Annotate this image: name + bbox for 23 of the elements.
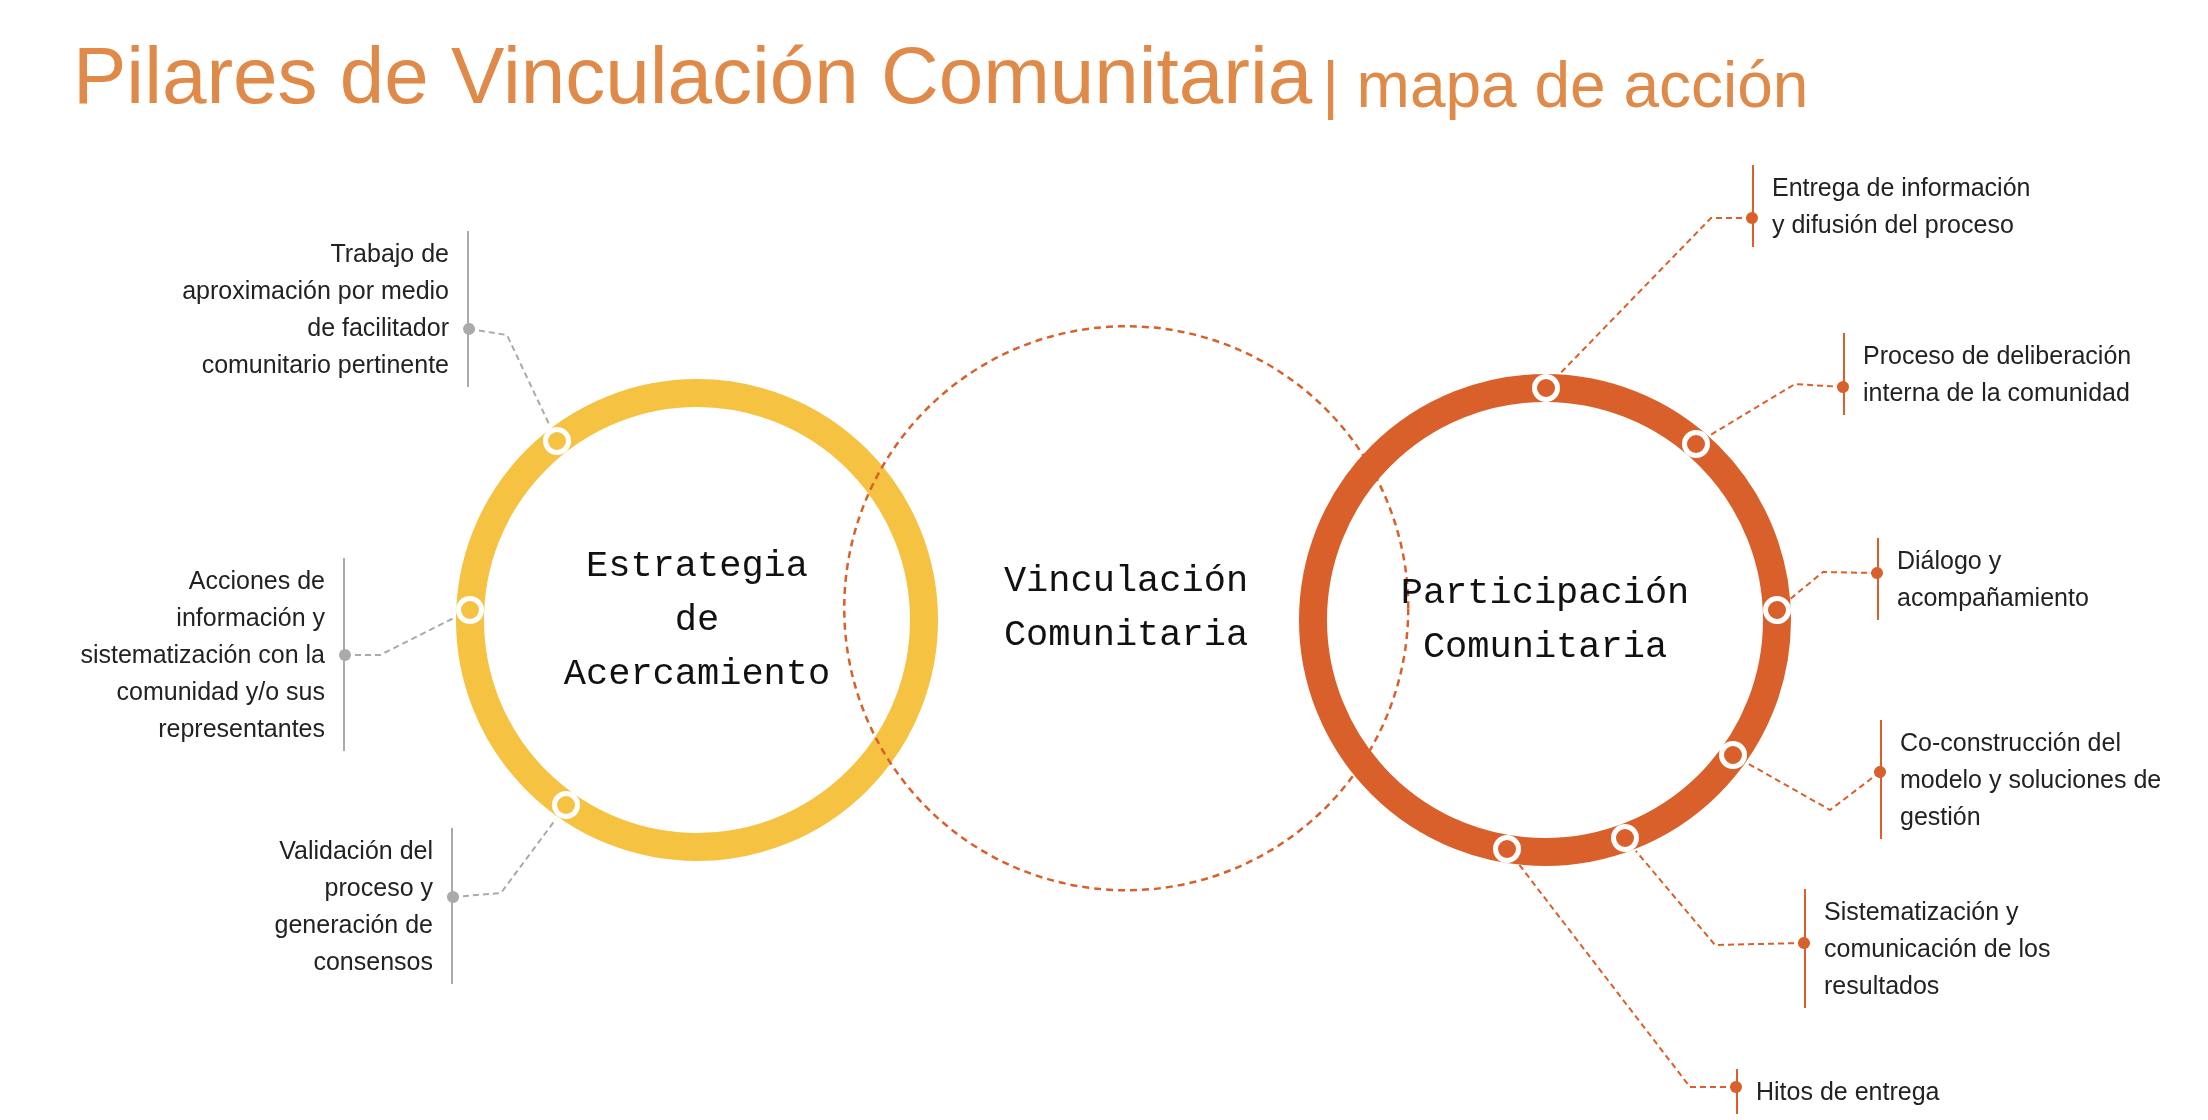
ring-circle <box>456 379 938 861</box>
leader-line <box>1709 381 1849 436</box>
circle-label: Estrategia de Acercamiento <box>562 544 832 697</box>
ring-marker-dot <box>1719 741 1748 770</box>
title: Pilares de Vinculación Comunitaria <box>73 30 1313 122</box>
subtitle: | mapa de acción <box>1322 48 1809 122</box>
ring-circle <box>1299 374 1791 866</box>
circle-label: Participación Comunitaria <box>1399 571 1691 670</box>
callout-text: Hitos de entrega <box>1736 1069 2016 1114</box>
ring-marker-dot <box>543 427 572 456</box>
callout-text: Acciones de información y sistematización con la comunidad y/o sus representantes <box>45 558 345 751</box>
leader-line <box>1788 567 1883 601</box>
leader-line <box>1747 762 1886 812</box>
callout-text: Validación del proceso y generación de consensos <box>218 828 453 984</box>
circle-label: Vinculación Comunitaria <box>1002 559 1250 658</box>
callout-text: Sistematización y comunicación de los resultados <box>1804 889 2124 1008</box>
leader-line <box>1634 849 1810 949</box>
ring-marker-dot <box>552 791 580 820</box>
callout-text: Co-construcción del modelo y soluciones de gestión <box>1880 720 2195 839</box>
callout-text: Diálogo y acompañamiento <box>1877 538 2162 620</box>
callout-text: Entrega de información y difusión del proceso <box>1752 165 2067 247</box>
callout-text: Proceso de deliberación interna de la comunidad <box>1843 333 2158 415</box>
callout-text: Trabajo de aproximación por medio de facilitador comunitario pertinente <box>159 231 469 387</box>
